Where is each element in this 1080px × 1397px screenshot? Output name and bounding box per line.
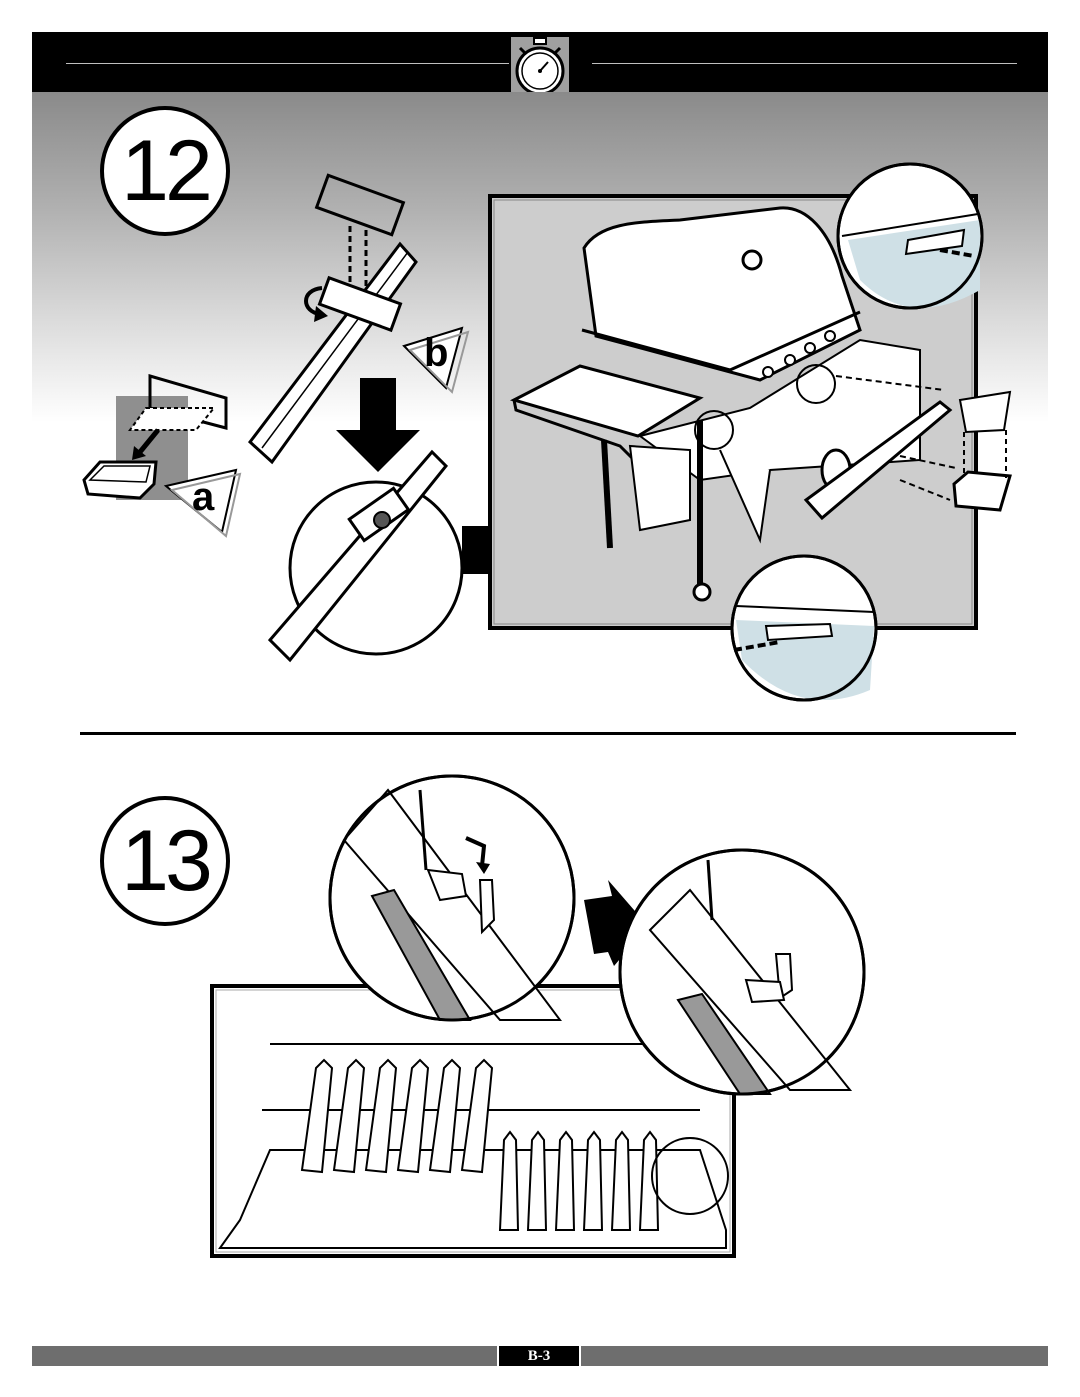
flavorizer-bar-small: [638, 1130, 660, 1231]
flavorizer-bar-small: [582, 1130, 604, 1231]
callout-b-label: b: [424, 331, 448, 375]
rail-bracket-assembly: [247, 173, 418, 465]
flavorizer-bar: [300, 1058, 334, 1174]
footer-bar: B-3: [32, 1346, 1048, 1366]
flavorizer-bar-small: [498, 1130, 520, 1231]
step-number-13: 13: [100, 796, 230, 926]
flavorizer-bar-small: [526, 1130, 548, 1231]
flavorizer-bar: [460, 1058, 494, 1174]
detail-ring-small: [651, 1137, 729, 1215]
header-rule-right: [592, 63, 1017, 64]
detail-circle-bottom: [730, 554, 878, 702]
footer-bar-left: [32, 1346, 497, 1366]
flavorizer-bar: [396, 1058, 430, 1174]
step-13-illustration: [210, 774, 866, 1258]
section-divider: [80, 732, 1016, 735]
step-number-12: 12: [100, 106, 230, 236]
grease-tray-assembly: [82, 374, 228, 500]
arrow-down-icon: [336, 378, 420, 472]
flavorizer-bar: [364, 1058, 398, 1174]
detail-circle-left: [328, 774, 576, 1022]
flavorizer-bar-small: [554, 1130, 576, 1231]
detail-circle-right: [618, 848, 866, 1096]
rail-detail-circle: [267, 449, 464, 663]
page-number: B-3: [499, 1346, 579, 1366]
callout-a: a: [163, 468, 242, 538]
header-rule-left: [66, 63, 516, 64]
callout-a-label: a: [192, 475, 215, 519]
step-12-illustration: a b: [82, 162, 1012, 702]
detail-circle-top: [836, 162, 984, 310]
flavorizer-bar: [332, 1058, 366, 1174]
flavorizer-bars: [300, 1058, 660, 1231]
footer-bar-right: [581, 1346, 1048, 1366]
flavorizer-bar-small: [610, 1130, 632, 1231]
callout-b: b: [402, 326, 470, 394]
flavorizer-bar: [428, 1058, 462, 1174]
